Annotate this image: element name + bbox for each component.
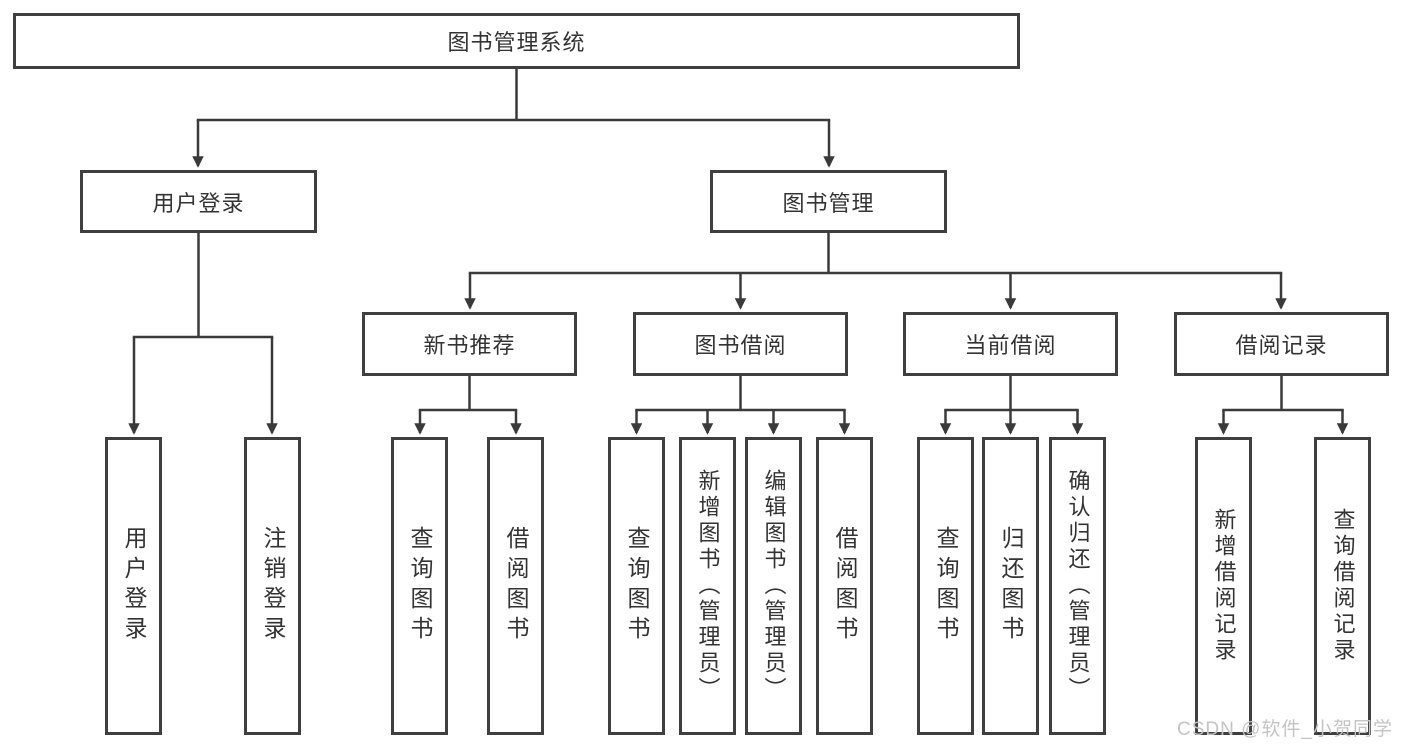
leaf-query-books-borrow: 查询图书 [608, 437, 665, 735]
node-label: 注销登录 [260, 526, 286, 646]
node-label: 编辑图书（管理员） [761, 469, 787, 703]
node-label: 新增图书（管理员） [695, 469, 721, 703]
node-label: 归还图书 [998, 526, 1024, 646]
leaf-add-borrow-record: 新增借阅记录 [1195, 437, 1252, 735]
node-book-management: 图书管理 [710, 170, 947, 233]
leaf-query-books-current: 查询图书 [917, 437, 974, 735]
node-label: 图书管理系统 [447, 30, 586, 55]
node-label: 借阅图书 [832, 526, 858, 646]
node-library-system: 图书管理系统 [13, 13, 1020, 69]
node-label: 借阅记录 [1235, 333, 1328, 358]
node-label: 查询借阅记录 [1330, 508, 1356, 664]
node-book-borrow: 图书借阅 [633, 312, 848, 376]
leaf-query-books-recommend: 查询图书 [391, 437, 448, 735]
node-current-borrow: 当前借阅 [903, 312, 1118, 376]
leaf-borrow-books: 借阅图书 [816, 437, 873, 735]
leaf-borrow-books-recommend: 借阅图书 [487, 437, 544, 735]
node-label: 当前借阅 [964, 333, 1057, 358]
leaf-return-books: 归还图书 [982, 437, 1039, 735]
csdn-watermark: CSDN @软件_小贺同学 [1177, 719, 1393, 740]
node-label: 借阅图书 [503, 526, 529, 646]
node-borrow-records: 借阅记录 [1174, 312, 1389, 376]
node-label: 查询图书 [933, 526, 959, 646]
leaf-logout: 注销登录 [244, 437, 301, 735]
leaf-confirm-return-admin: 确认归还（管理员） [1049, 437, 1106, 735]
leaf-query-borrow-record: 查询借阅记录 [1314, 437, 1371, 735]
node-label: 查询图书 [407, 526, 433, 646]
node-label: 图书管理 [782, 190, 875, 216]
node-user-login: 用户登录 [80, 170, 317, 233]
leaf-edit-books-admin: 编辑图书（管理员） [745, 437, 802, 735]
node-label: 确认归还（管理员） [1065, 469, 1091, 703]
leaf-user-login: 用户登录 [105, 437, 162, 735]
node-label: 新书推荐 [423, 333, 516, 358]
node-label: 用户登录 [121, 526, 147, 646]
node-new-book-recommend: 新书推荐 [362, 312, 577, 376]
node-label: 查询图书 [624, 526, 650, 646]
node-label: 用户登录 [152, 190, 245, 216]
node-label: 新增借阅记录 [1211, 508, 1237, 664]
node-label: 图书借阅 [694, 333, 787, 358]
leaf-add-books-admin: 新增图书（管理员） [679, 437, 736, 735]
